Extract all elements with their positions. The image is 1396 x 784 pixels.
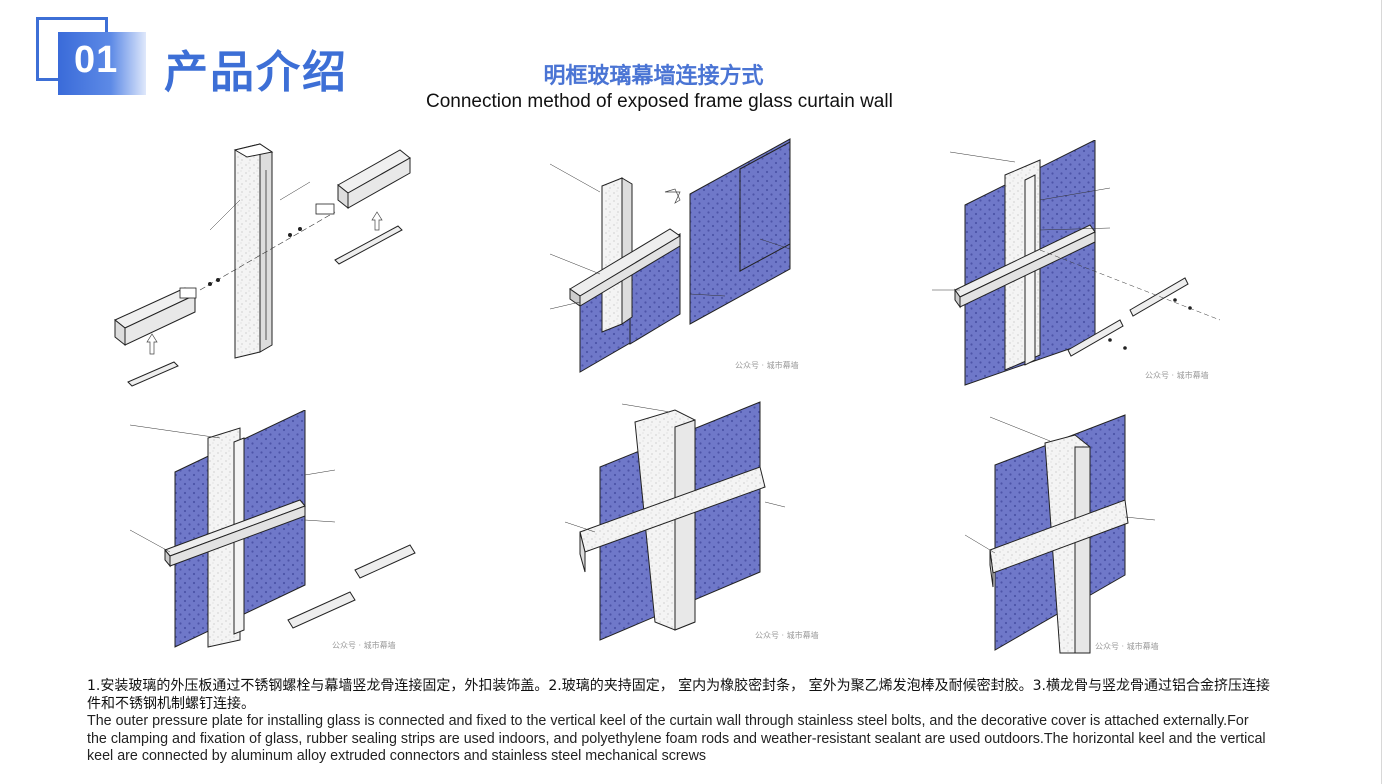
english-title: Connection method of exposed frame glass… [426, 91, 893, 112]
section-title: 产品介绍 [164, 47, 348, 98]
figure-4-pressure-plate: 公众号 · 城市幕墙 [120, 410, 450, 655]
badge-fill [58, 32, 146, 95]
description-english: The outer pressure plate for installing … [87, 713, 1266, 764]
figure-6-completed-joint: 公众号 · 城市幕墙 [950, 405, 1250, 655]
figure-1-exploded-connection [100, 130, 430, 390]
watermark-4: 公众号 · 城市幕墙 [332, 640, 396, 650]
section-badge: 01 [36, 17, 146, 95]
description-chinese: 1.安装玻璃的外压板通过不锈钢螺栓与幕墙竖龙骨连接固定，外扣装饰盖。2.玻璃的夹… [87, 678, 1270, 712]
page-edge-line [1381, 0, 1382, 784]
watermark-6: 公众号 · 城市幕墙 [1095, 641, 1159, 651]
watermark-2: 公众号 · 城市幕墙 [735, 360, 799, 370]
section-number: 01 [74, 39, 119, 81]
chinese-title: 明框玻璃幕墙连接方式 [543, 64, 764, 89]
description-block: 1.安装玻璃的外压板通过不锈钢螺栓与幕墙竖龙骨连接固定，外扣装饰盖。2.玻璃的夹… [87, 677, 1272, 766]
watermark-5: 公众号 · 城市幕墙 [755, 630, 819, 640]
figure-2-glass-installation: 公众号 · 城市幕墙 [540, 134, 840, 379]
figure-3-transom-assembly: 公众号 · 城市幕墙 [920, 140, 1250, 390]
figure-5-decorative-cover: 公众号 · 城市幕墙 [550, 392, 850, 647]
watermark-3: 公众号 · 城市幕墙 [1145, 370, 1209, 380]
